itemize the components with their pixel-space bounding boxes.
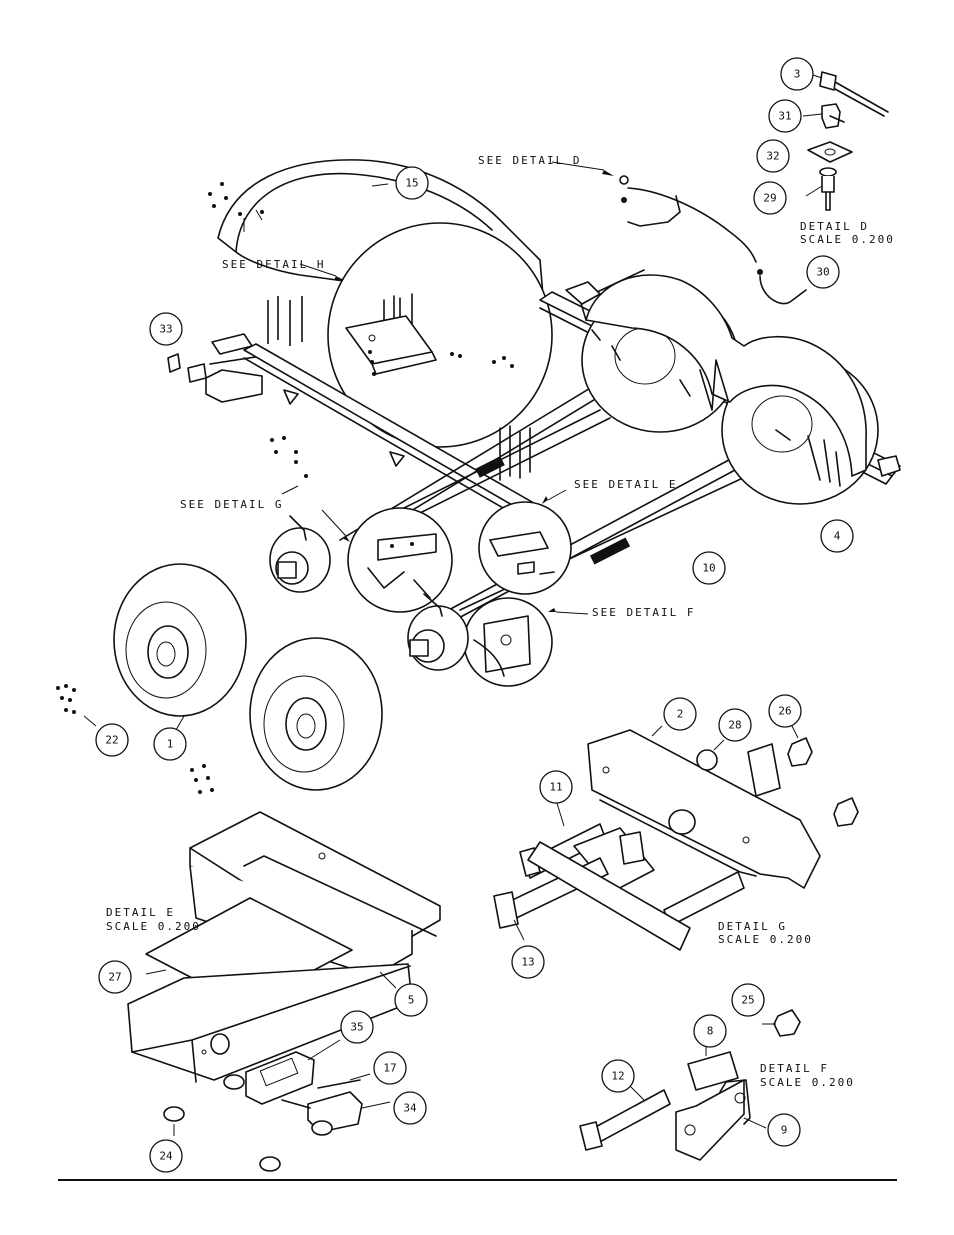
callout-29: 29 xyxy=(753,181,787,215)
detail-d-title: DETAIL D xyxy=(800,220,869,233)
svg-text:4: 4 xyxy=(834,530,841,543)
svg-text:22: 22 xyxy=(105,734,118,747)
detail-d-parts xyxy=(802,71,889,211)
svg-text:1: 1 xyxy=(167,738,174,751)
detail-h-circle xyxy=(327,183,553,448)
callout-15: 15 xyxy=(395,166,429,200)
svg-text:11: 11 xyxy=(549,781,562,794)
callout-11: 11 xyxy=(539,770,573,804)
callout-1: 1 xyxy=(153,727,187,761)
svg-text:5: 5 xyxy=(408,994,415,1007)
svg-text:9: 9 xyxy=(781,1124,788,1137)
detail-f-title: DETAIL F xyxy=(760,1062,829,1075)
callout-32: 32 xyxy=(756,139,790,173)
svg-text:13: 13 xyxy=(521,956,534,969)
svg-text:32: 32 xyxy=(766,150,779,163)
callout-30: 30 xyxy=(806,255,840,289)
detail-e-title: DETAIL E xyxy=(106,906,175,919)
callout-9: 9 xyxy=(767,1113,801,1147)
svg-text:26: 26 xyxy=(778,705,791,718)
callout-22: 22 xyxy=(95,723,129,757)
detail-f-scale: SCALE 0.200 xyxy=(760,1076,855,1089)
callout-8: 8 xyxy=(693,1014,727,1048)
axle-hubs xyxy=(269,489,589,687)
detail-labels: SEE DETAIL D SEE DETAIL H SEE DETAIL G S… xyxy=(106,154,895,1089)
detail-g-title: DETAIL G xyxy=(718,920,787,933)
callout-31: 31 xyxy=(768,99,802,133)
svg-text:29: 29 xyxy=(763,192,776,205)
detail-f-parts xyxy=(579,1009,801,1161)
svg-text:3: 3 xyxy=(794,68,801,81)
wheels-loose xyxy=(56,563,383,794)
callouts: 3 31 32 29 30 15 33 4 10 22 1 2 28 26 11… xyxy=(95,57,854,1173)
svg-text:10: 10 xyxy=(702,562,715,575)
callout-10: 10 xyxy=(692,551,726,585)
see-detail-g-label: SEE DETAIL G xyxy=(180,498,283,511)
svg-text:28: 28 xyxy=(728,719,741,732)
svg-text:34: 34 xyxy=(403,1102,417,1115)
detail-g-scale: SCALE 0.200 xyxy=(718,933,813,946)
svg-text:35: 35 xyxy=(350,1021,363,1034)
svg-text:8: 8 xyxy=(707,1025,714,1038)
callout-25: 25 xyxy=(731,983,765,1017)
svg-text:30: 30 xyxy=(816,266,829,279)
detail-d-scale: SCALE 0.200 xyxy=(800,233,895,246)
callout-24: 24 xyxy=(149,1139,183,1173)
callout-33: 33 xyxy=(149,312,183,346)
callout-5: 5 xyxy=(394,983,428,1017)
see-detail-d-label: SEE DETAIL D xyxy=(478,154,581,167)
see-detail-f-label: SEE DETAIL F xyxy=(592,606,695,619)
svg-text:17: 17 xyxy=(383,1062,396,1075)
callout-2: 2 xyxy=(663,697,697,731)
svg-text:2: 2 xyxy=(677,708,684,721)
see-detail-h-label: SEE DETAIL H xyxy=(222,258,325,271)
callout-12: 12 xyxy=(601,1059,635,1093)
detail-e-parts xyxy=(127,811,441,1172)
callout-34: 34 xyxy=(393,1091,427,1125)
svg-text:15: 15 xyxy=(405,177,418,190)
callout-27: 27 xyxy=(98,960,132,994)
callout-35: 35 xyxy=(340,1010,374,1044)
detail-g-parts xyxy=(493,721,859,951)
svg-text:24: 24 xyxy=(159,1150,173,1163)
svg-text:27: 27 xyxy=(108,971,121,984)
svg-text:25: 25 xyxy=(741,994,754,1007)
see-detail-e-label: SEE DETAIL E xyxy=(574,478,677,491)
callout-28: 28 xyxy=(718,708,752,742)
brake-cable xyxy=(551,161,807,305)
callout-26: 26 xyxy=(768,694,802,728)
fender-right-and-wheels xyxy=(565,269,901,505)
callout-13: 13 xyxy=(511,945,545,979)
detail-e-scale: SCALE 0.200 xyxy=(106,920,201,933)
svg-text:31: 31 xyxy=(778,110,791,123)
callout-4: 4 xyxy=(820,519,854,553)
svg-text:12: 12 xyxy=(611,1070,624,1083)
callout-17: 17 xyxy=(373,1051,407,1085)
callout-3: 3 xyxy=(780,57,814,91)
svg-text:33: 33 xyxy=(159,323,172,336)
